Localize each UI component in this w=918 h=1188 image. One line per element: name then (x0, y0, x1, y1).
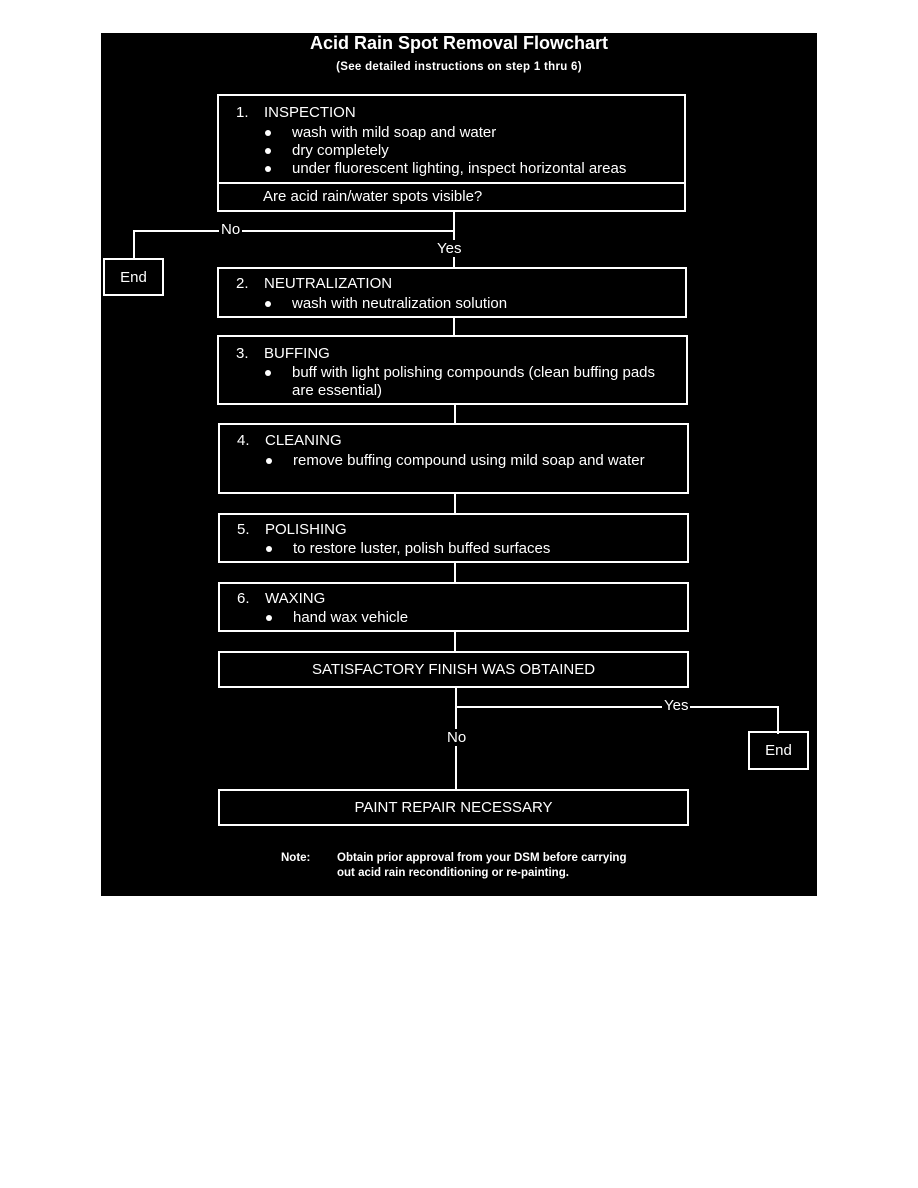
step-number: 6. (237, 590, 250, 607)
step-title: WAXING (265, 590, 326, 607)
step-bullet: wash with mild soap and water (219, 124, 684, 142)
step-title: CLEANING (265, 432, 342, 449)
satisfactory-finish-box: SATISFACTORY FINISH WAS OBTAINED (218, 651, 689, 688)
step-bullet: dry completely (219, 142, 684, 160)
step-waxing-box: 6. WAXING hand wax vehicle (218, 582, 689, 632)
step-cleaning-box: 4. CLEANING remove buffing compound using… (218, 423, 689, 494)
step-heading: 3. BUFFING (236, 345, 330, 363)
step-bullet-list: hand wax vehicle (220, 609, 687, 627)
step-title: INSPECTION (264, 104, 356, 121)
end-label: End (120, 268, 147, 286)
step-bullet-list: wash with mild soap and water dry comple… (219, 124, 684, 178)
step-bullet-list: remove buffing compound using mild soap … (220, 452, 647, 470)
paint-repair-label: PAINT REPAIR NECESSARY (354, 799, 553, 816)
approval-note: Note: Obtain prior approval from your DS… (281, 851, 637, 881)
step-heading: 2. NEUTRALIZATION (236, 275, 392, 293)
step-bullet: wash with neutralization solution (219, 295, 685, 313)
step-bullet: remove buffing compound using mild soap … (220, 452, 647, 470)
step-bullet: hand wax vehicle (220, 609, 687, 627)
decision-yes-label: Yes (662, 697, 691, 714)
step-number: 2. (236, 275, 249, 292)
connector-line (133, 230, 455, 232)
step-neutralization-box: 2. NEUTRALIZATION wash with neutralizatio… (217, 267, 687, 318)
step-heading: 1. INSPECTION (236, 104, 356, 122)
step-buffing-box: 3. BUFFING buff with light polishing comp… (217, 335, 688, 405)
connector-line (454, 405, 456, 424)
step-number: 3. (236, 345, 249, 362)
step-number: 5. (237, 521, 250, 538)
step-title: BUFFING (264, 345, 330, 362)
end-terminal-box: End (748, 731, 809, 770)
step-bullet: to restore luster, polish buffed surface… (220, 540, 687, 558)
step-number: 1. (236, 104, 249, 121)
step-heading: 5. POLISHING (237, 521, 347, 539)
step-bullet: buff with light polishing compounds (cle… (219, 364, 668, 400)
connector-line (454, 494, 456, 514)
decision-no-label: No (445, 729, 469, 746)
end-terminal-box: End (103, 258, 164, 296)
connector-line (454, 632, 456, 652)
flowchart-subtitle: (See detailed instructions on step 1 thr… (336, 61, 582, 73)
step-bullet-list: to restore luster, polish buffed surface… (220, 540, 687, 558)
connector-line (454, 563, 456, 583)
step-bullet-list: buff with light polishing compounds (cle… (219, 364, 668, 400)
decision-no-label: No (219, 221, 243, 238)
step-bullet: under fluorescent lighting, inspect hori… (219, 160, 684, 178)
flowchart-title: Acid Rain Spot Removal Flowchart (309, 33, 609, 53)
step-inspection-box: 1. INSPECTION wash with mild soap and wat… (217, 94, 686, 212)
step-polishing-box: 5. POLISHING to restore luster, polish bu… (218, 513, 689, 563)
connector-line (133, 230, 135, 260)
paint-repair-box: PAINT REPAIR NECESSARY (218, 789, 689, 826)
connector-line (455, 706, 779, 708)
step-heading: 4. CLEANING (237, 432, 342, 450)
satisfactory-finish-label: SATISFACTORY FINISH WAS OBTAINED (311, 661, 596, 678)
decision-yes-label: Yes (435, 240, 464, 257)
step-bullet-list: wash with neutralization solution (219, 295, 685, 313)
end-label: End (765, 742, 792, 759)
flowchart-panel: Acid Rain Spot Removal Flowchart (See de… (101, 33, 817, 896)
step-title: POLISHING (265, 521, 347, 538)
step-title: NEUTRALIZATION (264, 275, 393, 292)
step-number: 4. (237, 432, 250, 449)
connector-line (453, 318, 455, 336)
connector-line (777, 706, 779, 734)
note-label: Note: (281, 852, 311, 864)
inspection-question: Are acid rain/water spots visible? (219, 182, 684, 205)
note-text: Obtain prior approval from your DSM befo… (337, 852, 627, 879)
step-heading: 6. WAXING (237, 590, 325, 608)
